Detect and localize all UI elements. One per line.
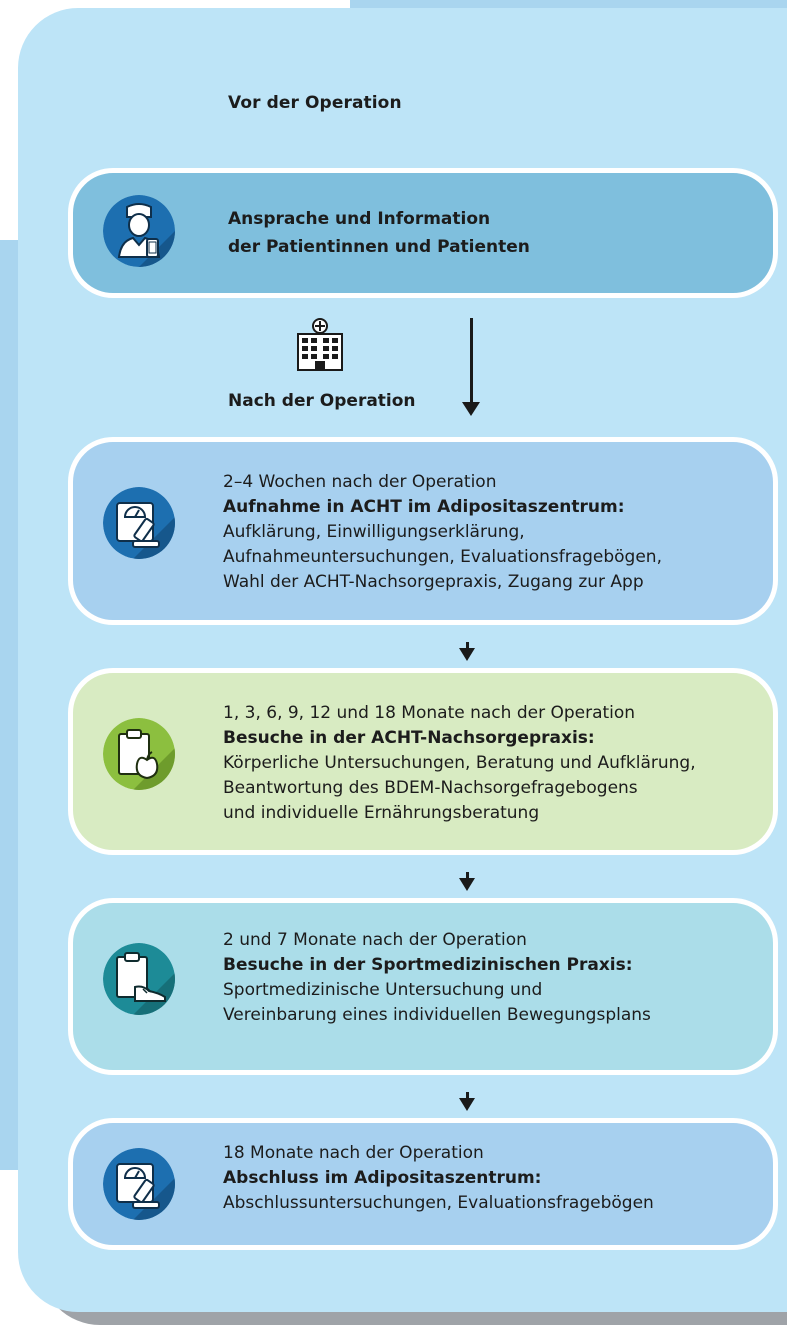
step-admission-box: 2–4 Wochen nach der Operation Aufnahme i… xyxy=(68,437,778,625)
step-admission-title: Aufnahme in ACHT im Adipositaszentrum: xyxy=(223,497,625,517)
patient-information-text: Ansprache und Information der Patientinn… xyxy=(228,205,530,261)
step-admission-text: 2–4 Wochen nach der Operation Aufnahme i… xyxy=(223,470,662,595)
step-sport-line-1: Sportmedizinische Untersuchung und xyxy=(223,980,543,1000)
step-completion-box: 18 Monate nach der Operation Abschluss i… xyxy=(68,1118,778,1250)
step-practice-text: 1, 3, 6, 9, 12 und 18 Monate nach der Op… xyxy=(223,701,696,826)
patient-information-line-1: Ansprache und Information xyxy=(228,209,491,229)
hospital-icon xyxy=(290,318,350,378)
flow-line xyxy=(470,318,473,403)
step-practice-title: Besuche in der ACHT-Nachsorgepraxis: xyxy=(223,728,595,748)
scale-microscope-icon xyxy=(103,487,175,559)
step-completion-text: 18 Monate nach der Operation Abschluss i… xyxy=(223,1141,654,1216)
step-practice-timing: 1, 3, 6, 9, 12 und 18 Monate nach der Op… xyxy=(223,703,636,723)
step-admission-line-1: Aufklärung, Einwilligungserklärung, xyxy=(223,522,525,542)
before-operation-heading: Vor der Operation xyxy=(228,93,402,113)
step-admission-line-2: Aufnahmeuntersuchungen, Evaluationsfrage… xyxy=(223,547,662,567)
step-sport-title: Besuche in der Sportmedizinischen Praxis… xyxy=(223,955,633,975)
step-practice-box: 1, 3, 6, 9, 12 und 18 Monate nach der Op… xyxy=(68,668,778,855)
step-practice-line-3: und individuelle Ernährungsberatung xyxy=(223,803,540,823)
doctor-with-phone-icon xyxy=(103,195,175,267)
step-completion-line-1: Abschlussuntersuchungen, Evaluationsfrag… xyxy=(223,1193,654,1213)
step-admission-timing: 2–4 Wochen nach der Operation xyxy=(223,472,497,492)
patient-information-box: Ansprache und Information der Patientinn… xyxy=(68,168,778,298)
step-completion-title: Abschluss im Adipositaszentrum: xyxy=(223,1168,542,1188)
clipboard-sneaker-icon xyxy=(103,943,175,1015)
step-sport-text: 2 und 7 Monate nach der Operation Besuch… xyxy=(223,928,651,1028)
after-operation-heading: Nach der Operation xyxy=(228,391,416,411)
scale-microscope-icon xyxy=(103,1148,175,1220)
step-sport-timing: 2 und 7 Monate nach der Operation xyxy=(223,930,527,950)
step-completion-timing: 18 Monate nach der Operation xyxy=(223,1143,484,1163)
step-practice-line-2: Beantwortung des BDEM-Nachsorgefrageboge… xyxy=(223,778,638,798)
patient-information-line-2: der Patientinnen und Patienten xyxy=(228,237,530,257)
step-admission-line-3: Wahl der ACHT-Nachsorgepraxis, Zugang zu… xyxy=(223,572,644,592)
step-sport-line-2: Vereinbarung eines individuellen Bewegun… xyxy=(223,1005,651,1025)
flow-arrow-2 xyxy=(459,872,475,891)
flow-arrow-1 xyxy=(459,642,475,661)
clipboard-apple-icon xyxy=(103,718,175,790)
flow-arrowhead xyxy=(462,402,480,416)
flow-arrow-3 xyxy=(459,1092,475,1111)
step-practice-line-1: Körperliche Untersuchungen, Beratung und… xyxy=(223,753,696,773)
step-sport-box: 2 und 7 Monate nach der Operation Besuch… xyxy=(68,898,778,1075)
